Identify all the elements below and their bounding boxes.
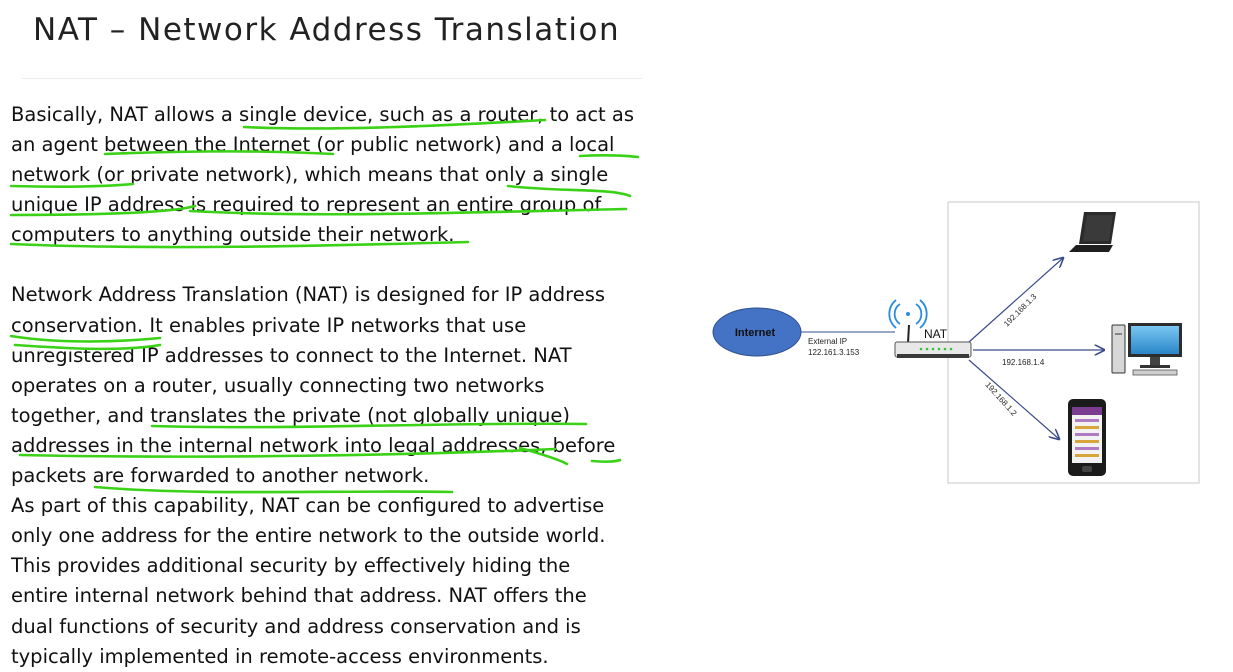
body-line: As part of this capability, NAT can be c… xyxy=(11,494,605,518)
body-text: Basically, NAT allows a single device, s… xyxy=(11,100,634,672)
internet-label: Internet xyxy=(735,327,776,339)
body-line: Network Address Translation (NAT) is des… xyxy=(11,283,606,307)
body-line: This provides additional security by eff… xyxy=(11,554,571,578)
arrow-to-laptop xyxy=(968,258,1063,343)
body-line: typically implemented in remote-access e… xyxy=(11,644,549,668)
paragraph-gap xyxy=(11,250,634,280)
phone-icon xyxy=(1068,399,1106,476)
body-line: entire internal network behind that addr… xyxy=(11,584,587,608)
external-ip-label: External IP xyxy=(808,337,847,346)
body-line: packets are forwarded to another network… xyxy=(11,464,430,488)
body-line: computers to anything outside their netw… xyxy=(11,223,455,247)
body-line: network (or private network), which mean… xyxy=(11,163,609,187)
desktop-icon xyxy=(1111,323,1182,376)
desktop-ip-label: 192.168.1.4 xyxy=(1002,358,1045,367)
body-line: unique IP address is required to represe… xyxy=(11,193,602,217)
body-line: unregistered IP addresses to connect to … xyxy=(11,343,572,367)
external-ip-value: 122.161.3.153 xyxy=(808,348,860,357)
nat-label: NAT xyxy=(924,327,948,341)
body-line: only one address for the entire network … xyxy=(11,524,606,548)
body-line: Basically, NAT allows a single device, s… xyxy=(11,103,635,126)
slide-title: NAT – Network Address Translation xyxy=(33,12,621,48)
title-divider xyxy=(22,78,642,79)
body-line: conservation. It enables private IP netw… xyxy=(11,313,527,337)
router-icon xyxy=(888,299,972,358)
body-line: an agent between the Internet (or public… xyxy=(11,133,615,157)
body-line: operates on a router, usually connecting… xyxy=(11,373,545,397)
laptop-icon xyxy=(1069,212,1116,252)
body-line: together, and translates the private (no… xyxy=(11,403,570,427)
body-line: addresses in the internal network into l… xyxy=(11,433,616,457)
body-line: dual functions of security and address c… xyxy=(11,614,581,638)
arrow-to-phone xyxy=(968,359,1059,439)
nat-network-diagram: Internet External IP 122.161.3.153 NAT 1… xyxy=(712,201,1200,484)
